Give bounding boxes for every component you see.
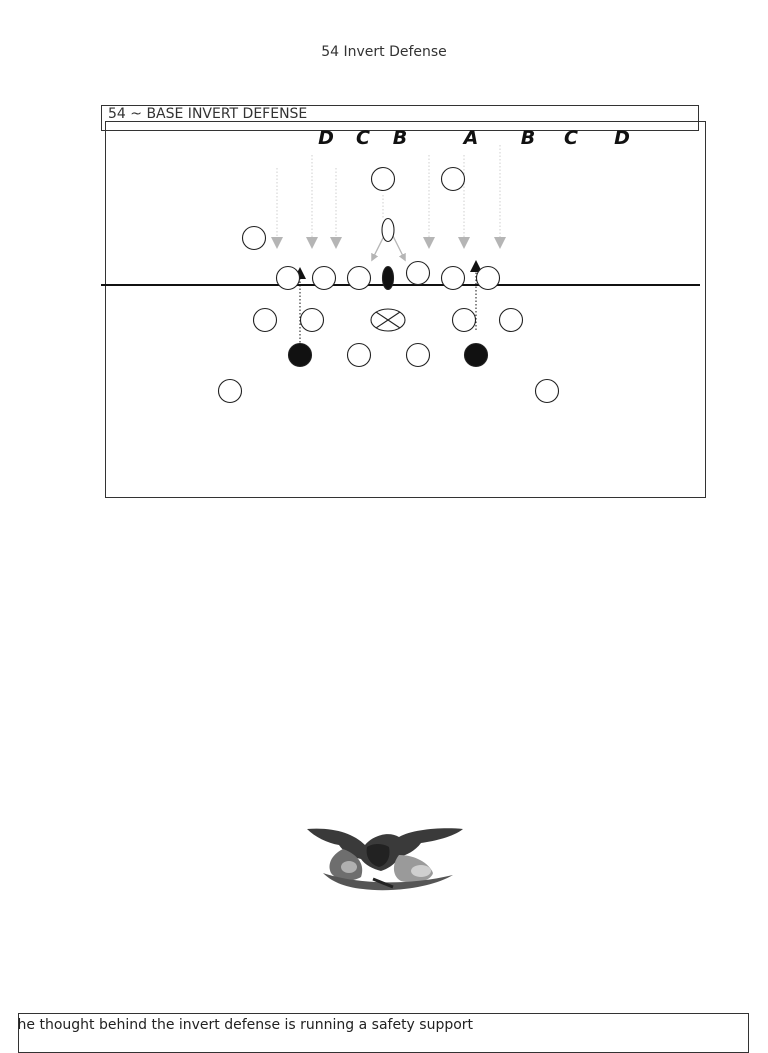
gap-labels: D C B A B C D xyxy=(318,127,630,149)
player-back-filled xyxy=(463,342,489,368)
player-offense xyxy=(405,342,431,368)
gap-label-a: A xyxy=(462,127,479,149)
page-title: 54 Invert Defense xyxy=(321,44,447,60)
player-offense xyxy=(451,307,477,333)
player-safety xyxy=(440,166,466,192)
gap-arrow-tip xyxy=(306,237,318,249)
player-offense xyxy=(346,342,372,368)
player-defender xyxy=(405,260,431,286)
fork-arrow-right xyxy=(392,235,406,262)
gap-label-b-left: B xyxy=(393,127,407,149)
player-offense xyxy=(299,307,325,333)
gap-arrow-tip xyxy=(458,237,470,249)
player-ball xyxy=(381,265,395,291)
player-offense xyxy=(252,307,278,333)
gap-arrow-tip xyxy=(423,237,435,249)
play-diagram: D C B A B C D xyxy=(101,127,700,404)
gap-arrow-tip xyxy=(330,237,342,249)
player-safety xyxy=(370,166,396,192)
gap-arrow-tip xyxy=(494,237,506,249)
player-defender xyxy=(275,265,301,291)
gap-guide-lines xyxy=(276,145,501,238)
player-middle-backer xyxy=(381,217,395,243)
gap-arrow-tip xyxy=(271,237,283,249)
player-offense xyxy=(498,307,524,333)
player-defender xyxy=(475,265,501,291)
player-back-filled xyxy=(287,342,313,368)
players xyxy=(217,166,560,404)
player-receiver xyxy=(534,378,560,404)
player-outside-backer xyxy=(241,225,267,251)
player-defender xyxy=(311,265,337,291)
description-text: The thought behind the invert defense is… xyxy=(18,1017,474,1033)
gap-label-c-right: C xyxy=(564,127,578,149)
player-receiver xyxy=(217,378,243,404)
gap-arrow-tips xyxy=(271,237,506,249)
diagram-title-box: 54 ~ BASE INVERT DEFENSE xyxy=(101,105,699,131)
player-defender xyxy=(346,265,372,291)
description-box: The thought behind the invert defense is… xyxy=(18,1013,749,1053)
pressure-arrow-tip-right xyxy=(470,260,482,272)
fork-arrows xyxy=(371,235,406,262)
diagram-title: 54 ~ BASE INVERT DEFENSE xyxy=(108,106,308,122)
gap-label-d-right: D xyxy=(614,127,630,149)
play-diagram-frame xyxy=(105,121,706,498)
player-center xyxy=(370,308,406,332)
team-emblem-image xyxy=(307,828,463,891)
fork-arrow-left xyxy=(371,235,385,262)
gap-label-c-left: C xyxy=(356,127,370,149)
player-defender xyxy=(440,265,466,291)
gap-label-b-right: B xyxy=(521,127,535,149)
gap-label-d-left: D xyxy=(318,127,334,149)
